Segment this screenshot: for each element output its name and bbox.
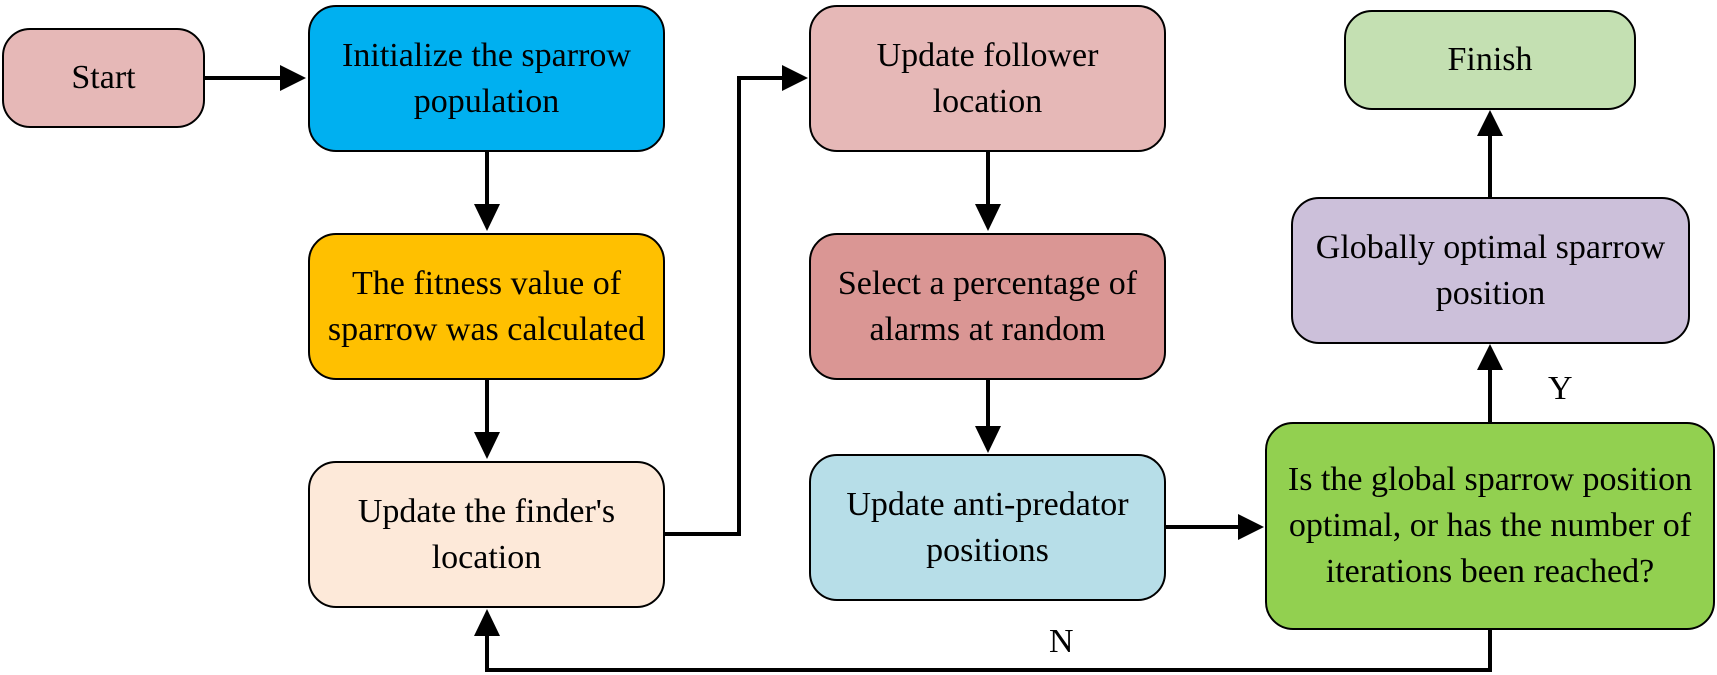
node-decision: Is the global sparrow position optimal, …: [1265, 422, 1715, 630]
node-select-alarms: Select a percentage of alarms at random: [809, 233, 1166, 380]
edge-finder-to-follower: [665, 65, 808, 536]
node-initialize-population-label: Initialize the sparrow population: [342, 36, 631, 120]
edge-label-no: N: [1049, 623, 1074, 660]
edge-alarms-to-anti-predator: [975, 380, 1001, 453]
node-globally-optimal: Globally optimal sparrow position: [1291, 197, 1690, 344]
edge-decision-to-global-optimal: [1477, 344, 1503, 422]
node-update-finder-label: Update the finder's location: [357, 492, 616, 576]
node-update-finder: Update the finder's location: [308, 461, 665, 608]
node-update-anti-predator-label: Update anti-predator positions: [846, 485, 1129, 569]
node-update-follower: Update follower location: [809, 5, 1166, 152]
edge-follower-to-alarms: [975, 152, 1001, 231]
node-fitness-calculated-label: The fitness value of sparrow was calcula…: [327, 264, 646, 348]
node-start: Start: [2, 28, 205, 128]
edge-global-optimal-to-finish: [1477, 110, 1503, 197]
node-start-label: Start: [71, 59, 136, 96]
node-decision-label: Is the global sparrow position optimal, …: [1287, 461, 1693, 590]
edge-start-to-init: [205, 65, 306, 91]
edge-fitness-to-finder: [474, 380, 500, 459]
node-initialize-population: Initialize the sparrow population: [308, 5, 665, 152]
edge-init-to-fitness: [474, 152, 500, 231]
node-finish: Finish: [1344, 10, 1636, 110]
node-update-follower-label: Update follower location: [876, 36, 1099, 120]
node-finish-label: Finish: [1447, 41, 1533, 78]
node-fitness-calculated: The fitness value of sparrow was calcula…: [308, 233, 665, 380]
edge-label-yes: Y: [1548, 370, 1573, 407]
edge-anti-predator-to-decision: [1166, 514, 1264, 540]
edge-decision-to-finder: [474, 609, 1492, 672]
node-update-anti-predator: Update anti-predator positions: [809, 454, 1166, 601]
node-select-alarms-label: Select a percentage of alarms at random: [837, 264, 1138, 348]
node-globally-optimal-label: Globally optimal sparrow position: [1315, 228, 1666, 312]
